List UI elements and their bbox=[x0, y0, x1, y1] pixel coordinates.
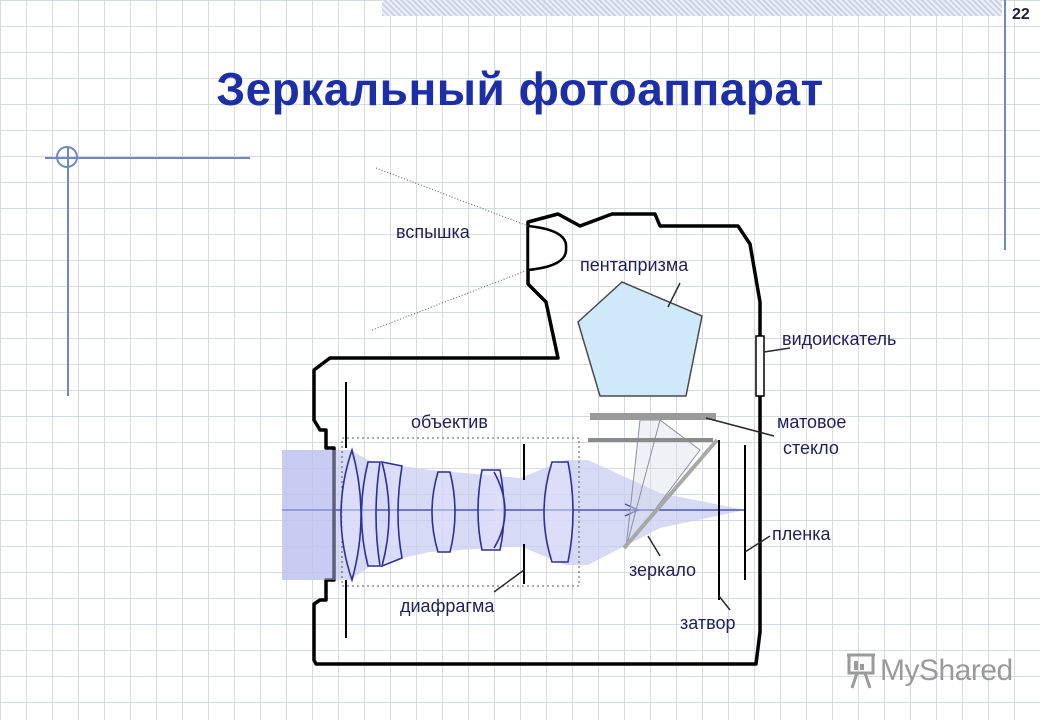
mirror-label: зеркало bbox=[629, 560, 696, 580]
shutter-label: затвор bbox=[680, 613, 736, 633]
mirror bbox=[622, 438, 719, 550]
pentaprism bbox=[577, 281, 703, 397]
watermark-logo: MyShared bbox=[846, 652, 1016, 696]
camera-body bbox=[312, 212, 762, 666]
flash-unit bbox=[526, 224, 568, 272]
left-decor-ring bbox=[56, 146, 78, 168]
ground-glass bbox=[590, 413, 716, 420]
viewfinder-label: видоискатель bbox=[782, 329, 896, 349]
top-decor-bar bbox=[382, 0, 1002, 16]
aperture-label: диафрагма bbox=[400, 596, 495, 616]
flash-label: вспышка bbox=[396, 222, 471, 242]
viewfinder-eyepiece bbox=[755, 335, 765, 397]
flash-ray-lower bbox=[371, 269, 529, 331]
slide-number: 22 bbox=[1012, 6, 1030, 23]
logo-text: MyShared bbox=[880, 654, 1013, 687]
left-decor-horizontal-line bbox=[45, 157, 250, 159]
lens-elements bbox=[340, 447, 574, 583]
flash-ray-upper bbox=[375, 167, 529, 227]
ground-glass-label-line1: матовое bbox=[777, 412, 846, 432]
right-decor-line bbox=[1004, 0, 1006, 250]
presentation-board-icon bbox=[847, 653, 875, 689]
lens-barrel bbox=[282, 450, 336, 580]
page-title: Зеркальный фотоаппарат bbox=[216, 63, 824, 115]
pentaprism-label: пентапризма bbox=[580, 255, 689, 275]
film-label: пленка bbox=[772, 524, 831, 544]
leader-lines bbox=[493, 282, 791, 611]
ground-glass-label-line2: стекло bbox=[783, 438, 839, 458]
lens-label: объектив bbox=[411, 412, 488, 432]
left-decor-vertical-line bbox=[67, 148, 69, 396]
